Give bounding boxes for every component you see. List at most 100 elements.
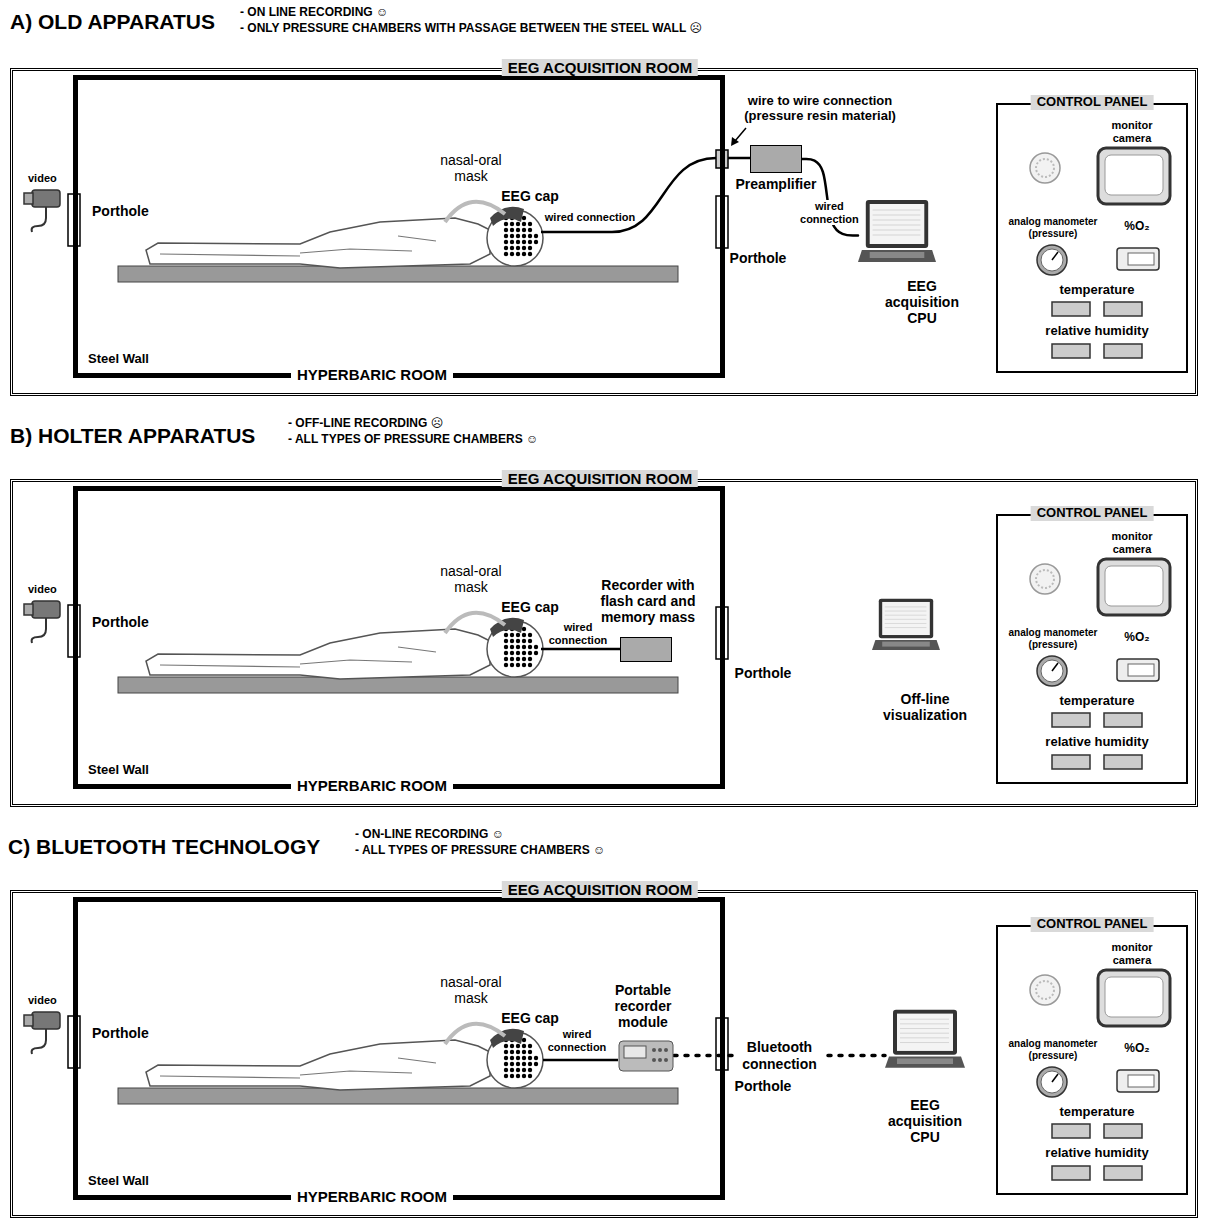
path-shape: [900, 1028, 949, 1029]
portable-recorder: Portable recorder module: [618, 1038, 674, 1073]
laptop-icon: [858, 198, 936, 273]
annotation-label: A) OLD APPARATUS: [10, 10, 215, 34]
annotation-label: Porthole: [92, 1025, 149, 1041]
annotation-label: - ON LINE RECORDING ☺: [240, 6, 388, 20]
rect-shape: [897, 1058, 953, 1064]
node-label: Off-line visualization: [875, 691, 975, 723]
room-box: HYPERBARIC ROOMSteel WallPreamplifierEEG…: [10, 68, 1198, 396]
laptop-node: Off-line visualization: [872, 597, 940, 659]
path-shape: [873, 215, 921, 216]
annotation-label: video: [28, 172, 57, 185]
rect-shape: [870, 252, 925, 258]
laptop-node: EEG acquisition CPU: [858, 198, 936, 273]
rect-shape: [870, 204, 925, 244]
circle-shape: [658, 1048, 662, 1052]
annotation-label: analog manometer (pressure): [998, 1038, 1108, 1061]
annotation-label: wired connection: [545, 211, 635, 224]
path-shape: [543, 1059, 618, 1062]
annotation-label: - ON-LINE RECORDING ☺: [355, 828, 504, 842]
laptop-node: EEG acquisition CPU: [885, 1008, 965, 1078]
annotation-label: %O₂: [1124, 220, 1149, 234]
recorder-box: Recorder with flash card and memory mass: [620, 637, 672, 662]
panel-b-wires: [541, 649, 620, 650]
polygon-shape: [872, 640, 940, 650]
annotation-label: analog manometer (pressure): [998, 216, 1108, 239]
path-shape: [900, 1042, 949, 1043]
circle-shape: [652, 1058, 656, 1062]
panel-c-art: [24, 970, 1170, 1180]
annotation-label: EEG cap: [501, 188, 559, 204]
node-label: CONTROL PANEL: [1031, 917, 1154, 932]
annotation-label: wired connection: [548, 621, 608, 646]
annotation-label: Porthole: [92, 203, 149, 219]
circle-shape: [658, 1058, 662, 1062]
preamplifier-box: Preamplifier: [750, 145, 802, 173]
path-shape: [900, 1037, 949, 1038]
node-label: Steel Wall: [88, 1174, 149, 1189]
chamber-box: HYPERBARIC ROOMSteel Wall: [73, 75, 725, 378]
panel-a-art: [24, 148, 1170, 358]
node-label: HYPERBARIC ROOM: [291, 366, 453, 383]
rect-shape: [866, 200, 928, 248]
annotation-label: monitor camera: [1102, 119, 1162, 144]
path-shape: [873, 210, 921, 211]
panel-a-wires: [541, 128, 750, 232]
annotation-label: temperature: [1059, 1105, 1134, 1120]
rect-shape: [882, 602, 930, 635]
annotation-label: analog manometer (pressure): [998, 627, 1108, 650]
laptop-icon: [872, 597, 940, 659]
annotation-label: wire to wire connection (pressure resin …: [720, 94, 920, 124]
annotation-label: - ONLY PRESSURE CHAMBERS WITH PASSAGE BE…: [240, 22, 702, 36]
annotation-label: Porthole: [92, 614, 149, 630]
annotation-label: nasal-oral mask: [431, 563, 511, 595]
annotation-label: EEG cap: [501, 1010, 559, 1026]
node-label: CONTROL PANEL: [1031, 95, 1154, 110]
chamber-box: Portable recorder moduleHYPERBARIC ROOMS…: [73, 897, 725, 1200]
polygon-shape: [885, 1057, 965, 1068]
node-label: Recorder with flash card and memory mass: [588, 577, 708, 625]
annotation-label: nasal-oral mask: [431, 152, 511, 184]
node-label: Steel Wall: [88, 352, 149, 367]
rect-shape: [893, 1010, 957, 1055]
node-label: Steel Wall: [88, 763, 149, 778]
annotation-label: nasal-oral mask: [431, 974, 511, 1006]
annotation-label: - ALL TYPES OF PRESSURE CHAMBERS ☺: [355, 844, 605, 858]
annotation-label: Porthole: [735, 1078, 792, 1094]
annotation-label: monitor camera: [1102, 530, 1162, 555]
path-shape: [885, 619, 927, 620]
rect-shape: [619, 1041, 673, 1071]
circle-shape: [664, 1048, 668, 1052]
circle-shape: [664, 1058, 668, 1062]
recorder-icon: [618, 1038, 674, 1073]
rect-shape: [879, 599, 933, 639]
node-label: Portable recorder module: [598, 982, 688, 1030]
connector-label: wired connection: [797, 200, 861, 225]
path-shape: [885, 615, 927, 616]
node-label: EEG acquisition CPU: [877, 278, 967, 326]
annotation-label: temperature: [1059, 283, 1134, 298]
path-shape: [541, 648, 620, 651]
node-label: EEG acquisition CPU: [880, 1097, 970, 1145]
path-shape: [873, 230, 921, 231]
annotation-label: wired connection: [547, 1028, 607, 1053]
rect-shape: [624, 1046, 646, 1058]
path-shape: [885, 627, 927, 628]
node-label: HYPERBARIC ROOM: [291, 777, 453, 794]
node-label: EEG ACQUISITION ROOM: [502, 881, 698, 898]
node-label: EEG ACQUISITION ROOM: [502, 59, 698, 76]
node-label: HYPERBARIC ROOM: [291, 1188, 453, 1205]
annotation-label: monitor camera: [1102, 941, 1162, 966]
annotation-label: C) BLUETOOTH TECHNOLOGY: [8, 835, 320, 859]
polygon-shape: [858, 250, 936, 262]
annotation-label: - OFF-LINE RECORDING ☹: [288, 417, 443, 431]
annotation-label: relative humidity: [1045, 735, 1148, 750]
room-box: Portable recorder moduleHYPERBARIC ROOM S…: [10, 890, 1198, 1218]
path-shape: [873, 220, 921, 221]
path-shape: [885, 606, 927, 607]
annotation-label: %O₂: [1124, 1042, 1149, 1056]
path-shape: [900, 1023, 949, 1024]
annotation-label: Porthole: [735, 665, 792, 681]
node-label: EEG ACQUISITION ROOM: [502, 470, 698, 487]
node-label: Preamplifier: [736, 176, 817, 192]
